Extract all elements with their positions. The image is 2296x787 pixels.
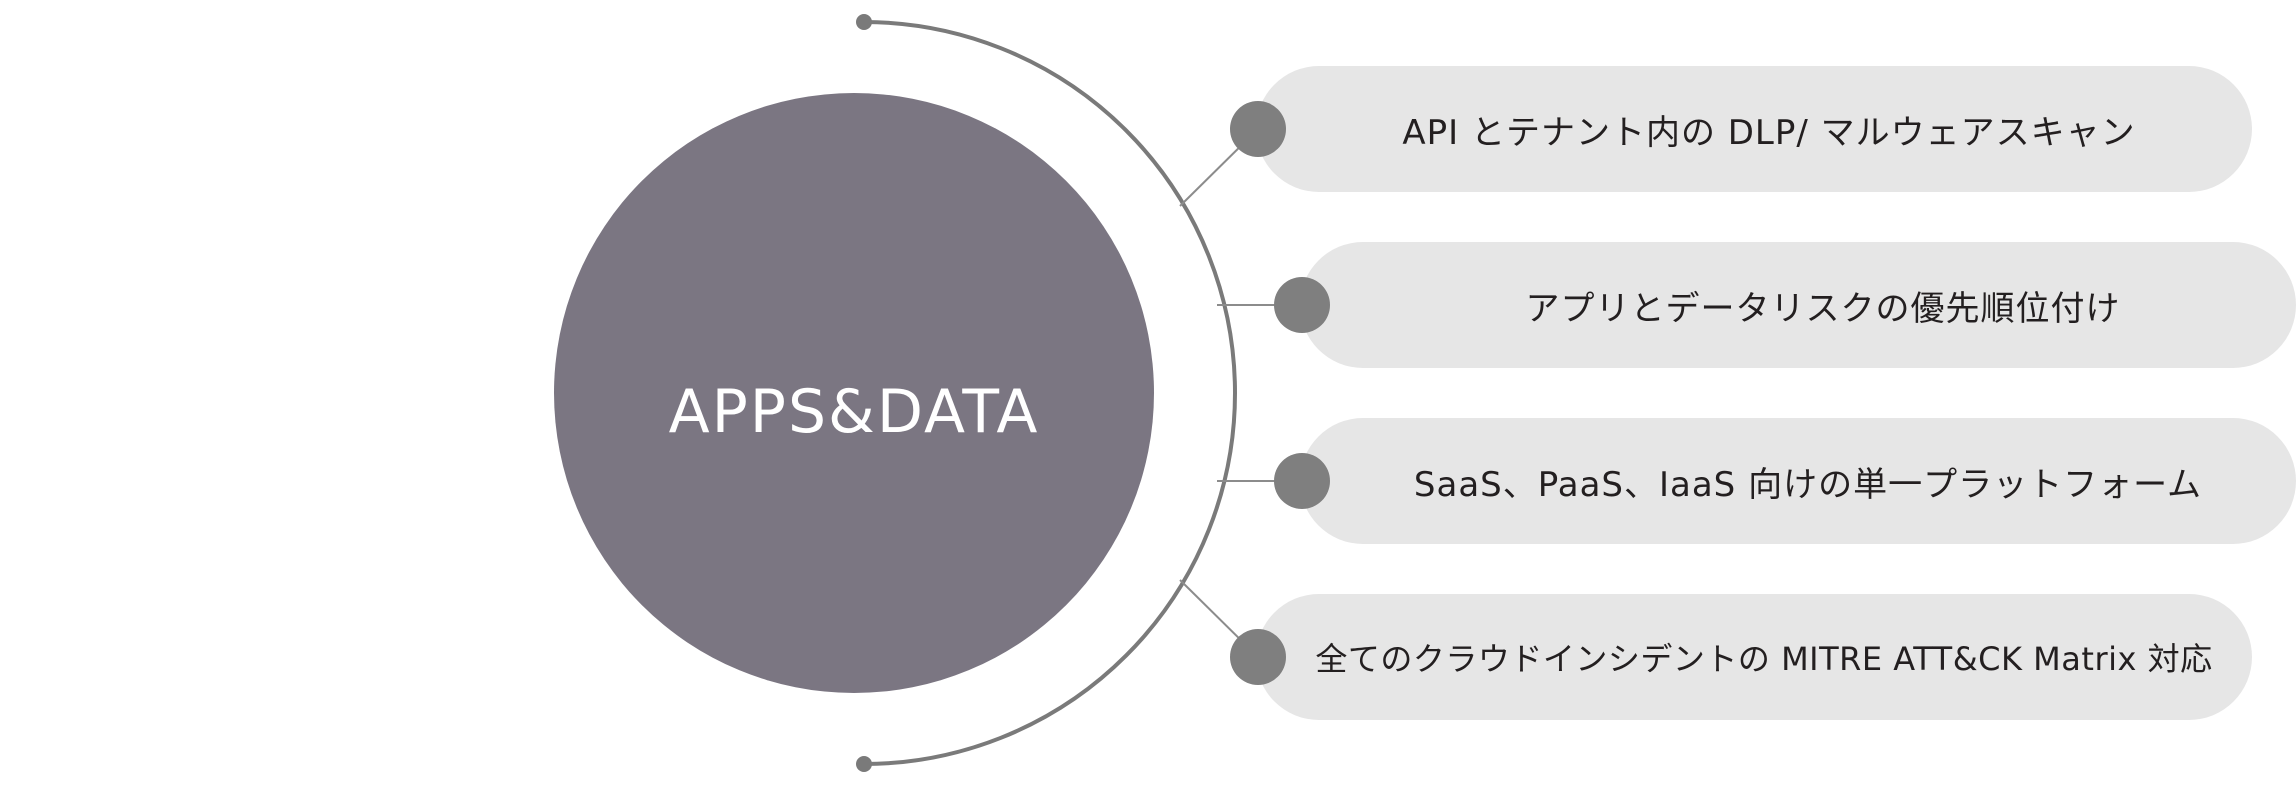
connector-1 — [1179, 128, 1259, 207]
arc-bottom-endpoint — [856, 756, 872, 772]
outer-arc — [863, 20, 1237, 766]
feature-pill-3: SaaS、PaaS、IaaS 向けの単一プラットフォーム — [1300, 418, 2296, 544]
connector-4 — [1179, 579, 1259, 658]
arc-top-endpoint — [856, 14, 872, 30]
center-circle — [554, 93, 1154, 693]
feature-pill-2: アプリとデータリスクの優先順位付け — [1300, 242, 2296, 368]
feature-pill-1: API とテナント内の DLP/ マルウェアスキャン — [1256, 66, 2252, 192]
feature-pill-4: 全てのクラウドインシデントの MITRE ATT&CK Matrix 対応 — [1256, 594, 2252, 720]
center-label: APPS&DATA — [668, 377, 1040, 447]
